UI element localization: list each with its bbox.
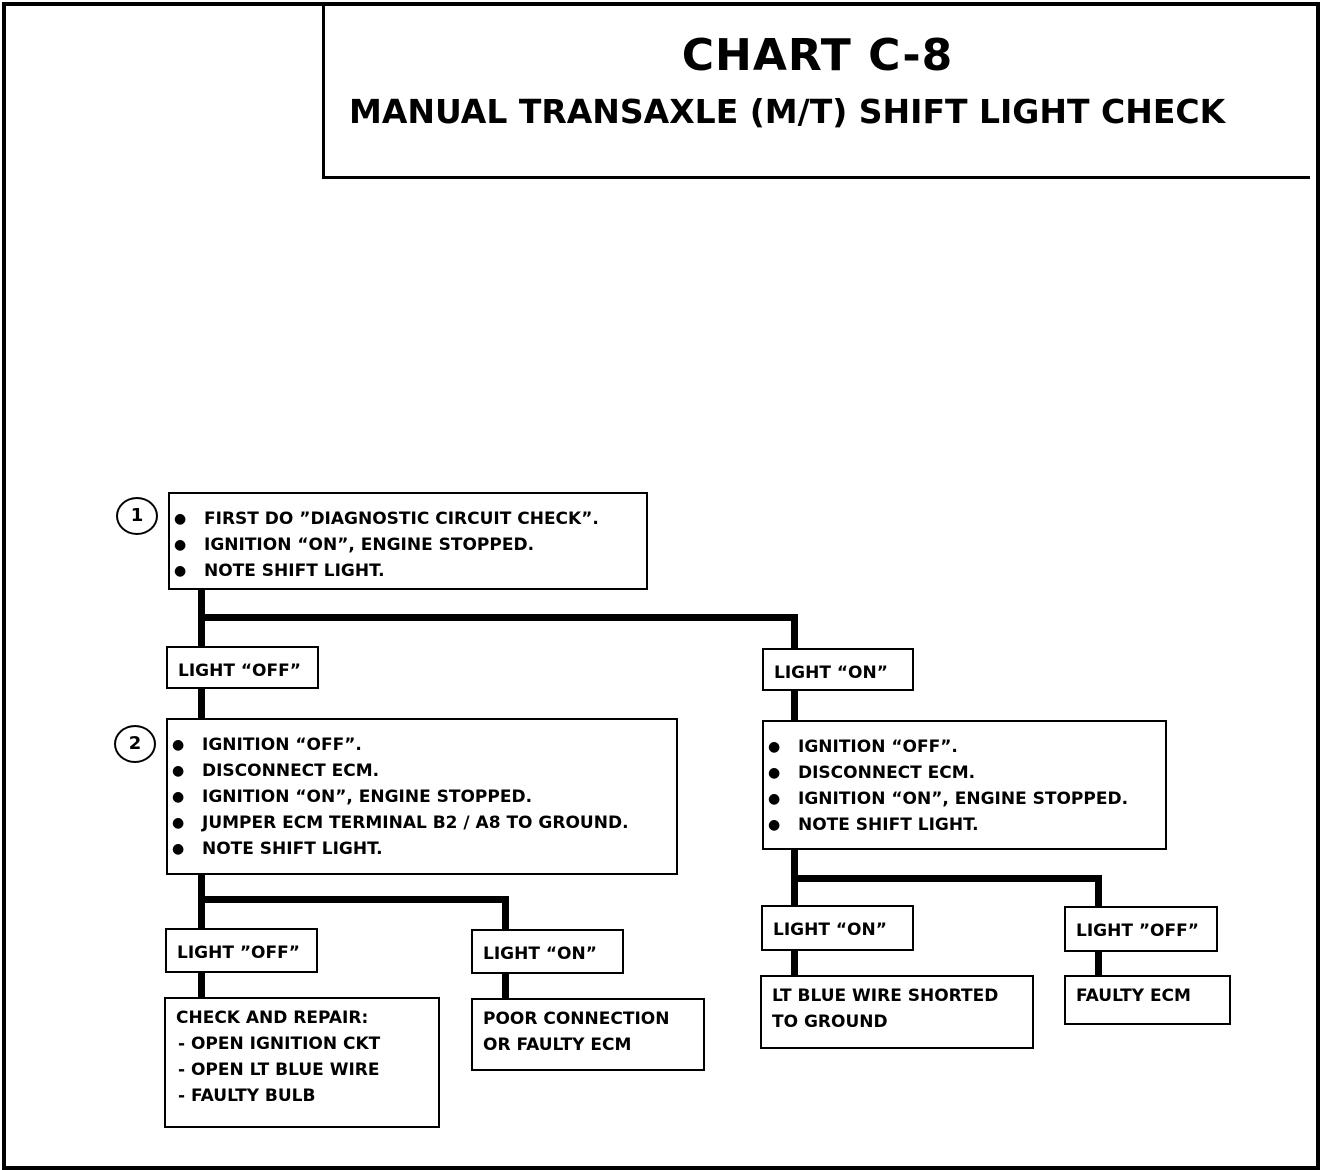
repair-item: - OPEN IGNITION CKT [178,1034,381,1054]
right-step-item: NOTE SHIFT LIGHT. [764,812,1165,838]
connector-line [502,896,509,931]
step-1-number: 1 [116,497,158,535]
step-1-item: IGNITION “ON”, ENGINE STOPPED. [170,532,646,558]
step-2-item: JUMPER ECM TERMINAL B2 / A8 TO GROUND. [168,810,676,836]
right-step-item: DISCONNECT ECM. [764,760,1165,786]
connector-line [791,875,1102,882]
step-2-item: NOTE SHIFT LIGHT. [168,836,676,862]
lt-blue-shorted-box: LT BLUE WIRE SHORTED TO GROUND [760,975,1034,1049]
step-2-item: DISCONNECT ECM. [168,758,676,784]
step-2-item: IGNITION “OFF”. [168,732,676,758]
result-line: OR FAULTY ECM [483,1035,632,1055]
title-block: CHART C-8 MANUAL TRANSAXLE (M/T) SHIFT L… [322,2,1310,179]
step-2-box: IGNITION “OFF”. DISCONNECT ECM. IGNITION… [166,718,678,875]
connector-line [1095,950,1102,976]
check-and-repair-box: CHECK AND REPAIR: - OPEN IGNITION CKT - … [164,997,440,1128]
connector-line [198,614,798,621]
result-line: FAULTY ECM [1076,986,1191,1006]
check-and-repair-heading: CHECK AND REPAIR: [176,1008,369,1028]
right-step-item: IGNITION “ON”, ENGINE STOPPED. [764,786,1165,812]
left-result-off-label: LIGHT ”OFF” [165,928,318,973]
repair-item: - FAULTY BULB [178,1086,316,1106]
step-1-item: FIRST DO ”DIAGNOSTIC CIRCUIT CHECK”. [170,506,646,532]
chart-subtitle: MANUAL TRANSAXLE (M/T) SHIFT LIGHT CHECK [349,92,1226,131]
faulty-ecm-box: FAULTY ECM [1064,975,1231,1025]
right-step-box: IGNITION “OFF”. DISCONNECT ECM. IGNITION… [762,720,1167,850]
right-result-on-label: LIGHT “ON” [761,905,914,951]
result-line: POOR CONNECTION [483,1009,670,1029]
connector-line [791,950,798,976]
result-line: LT BLUE WIRE SHORTED [772,986,999,1006]
step-1-item: NOTE SHIFT LIGHT. [170,558,646,584]
right-step-item: IGNITION “OFF”. [764,734,1165,760]
step-1-box: FIRST DO ”DIAGNOSTIC CIRCUIT CHECK”. IGN… [168,492,648,590]
right-result-off-label: LIGHT ”OFF” [1064,906,1218,952]
connector-line [198,971,205,999]
right-light-on-label: LIGHT “ON” [762,648,914,691]
step-2-number: 2 [114,725,156,763]
left-result-on-label: LIGHT “ON” [471,929,624,974]
poor-connection-box: POOR CONNECTION OR FAULTY ECM [471,998,705,1071]
connector-line [198,896,509,903]
connector-line [1095,875,1102,907]
connector-line [791,614,798,650]
left-light-off-label: LIGHT “OFF” [166,646,319,689]
step-2-item: IGNITION “ON”, ENGINE STOPPED. [168,784,676,810]
connector-line [791,690,798,722]
chart-title: CHART C-8 [681,30,954,81]
connector-line [502,973,509,1001]
repair-item: - OPEN LT BLUE WIRE [178,1060,380,1080]
connector-line [198,688,205,720]
result-line: TO GROUND [772,1012,888,1032]
